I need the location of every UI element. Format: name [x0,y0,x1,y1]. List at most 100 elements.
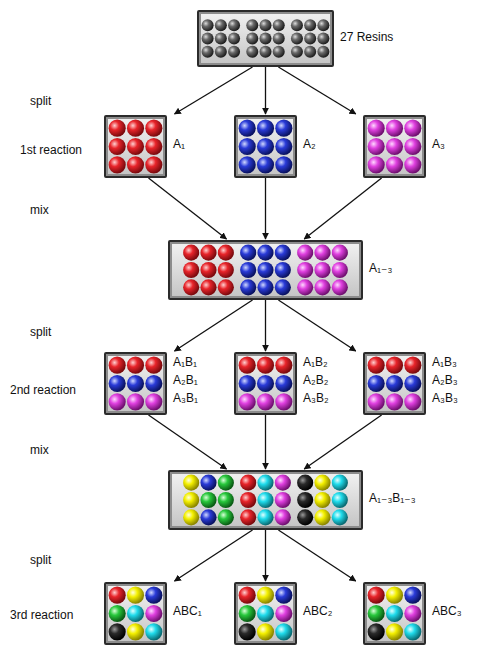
resin-bead [183,492,199,508]
resin-bead [257,605,274,622]
step-label: split [30,94,120,108]
resin-bead [273,46,285,58]
resin-tray: A₁₋₃B₁₋₃ [168,470,363,530]
resin-bead [183,475,199,491]
resin-bead [240,509,256,525]
resin-bead [297,262,313,278]
resin-bead [314,509,330,525]
resin-bead [109,138,126,155]
resin-bead [145,138,162,155]
tray-label: A₃B₃ [432,390,492,406]
resin-tray: A₁ [104,115,167,178]
resin-bead [257,357,274,374]
resin-tray: A₁B₁A₂B₁A₃B₁ [104,352,167,415]
resin-bead [273,32,285,44]
resin-bead [218,475,234,491]
resin-bead [317,19,329,31]
flow-arrow [278,530,355,581]
resin-tray: A₃ [363,115,426,178]
resin-bead [317,46,329,58]
bead-layer [236,584,295,643]
resin-bead [257,120,274,137]
flow-arrow [278,67,355,114]
resin-bead [215,46,227,58]
resin-bead [183,279,199,295]
resin-bead [386,587,403,604]
flow-arrow [149,178,227,239]
resin-bead [183,509,199,525]
resin-bead [368,156,385,173]
resin-bead [257,245,273,261]
resin-bead [332,262,348,278]
resin-bead [404,357,421,374]
flow-arrow [304,178,381,239]
flow-arrow [175,300,253,351]
resin-bead [404,587,421,604]
bead-layer [170,242,361,298]
bead-layer [365,354,424,413]
resin-bead [127,375,144,392]
resin-bead [386,623,403,640]
resin-bead [257,138,274,155]
resin-bead [218,262,234,278]
resin-bead [215,19,227,31]
bead-layer [199,12,332,65]
resin-bead [239,375,256,392]
resin-bead [368,623,385,640]
resin-bead [275,623,292,640]
resin-bead [304,32,316,44]
tray-label: 27 Resins [340,29,430,45]
resin-bead [404,138,421,155]
resin-bead [145,357,162,374]
resin-bead [297,509,313,525]
flow-arrow [175,67,253,114]
tray-label: A₂B₃ [432,372,492,388]
resin-bead [291,32,303,44]
resin-bead [145,156,162,173]
resin-bead [218,492,234,508]
resin-bead [202,32,214,44]
step-label: 1st reaction [20,143,110,157]
flow-arrow [265,530,266,581]
bead-layer [170,472,361,528]
resin-bead [109,587,126,604]
resin-bead [297,492,313,508]
resin-bead [404,605,421,622]
resin-bead [404,120,421,137]
resin-bead [275,393,292,410]
resin-bead [200,475,216,491]
resin-bead [275,262,291,278]
resin-bead [200,245,216,261]
resin-bead [218,509,234,525]
resin-bead [109,605,126,622]
resin-bead [275,138,292,155]
resin-bead [202,19,214,31]
resin-bead [368,120,385,137]
resin-bead [275,492,291,508]
resin-bead [200,262,216,278]
resin-bead [127,393,144,410]
resin-bead [257,509,273,525]
resin-bead [314,492,330,508]
resin-bead [239,120,256,137]
resin-bead [246,32,258,44]
resin-bead [239,156,256,173]
bead-layer [365,584,424,643]
resin-tray: ABC₃ [363,582,426,645]
resin-tray: ABC₂ [234,582,297,645]
resin-bead [297,475,313,491]
resin-bead [275,245,291,261]
resin-bead [127,605,144,622]
resin-bead [386,393,403,410]
resin-bead [273,19,285,31]
resin-tray: A₁B₃A₂B₃A₃B₃ [363,352,426,415]
resin-bead [314,262,330,278]
step-label: 3rd reaction [10,608,100,622]
flow-arrow [278,300,355,351]
resin-bead [368,375,385,392]
resin-bead [200,492,216,508]
flow-arrow [149,415,227,469]
resin-bead [259,46,271,58]
flow-arrow [265,178,266,239]
